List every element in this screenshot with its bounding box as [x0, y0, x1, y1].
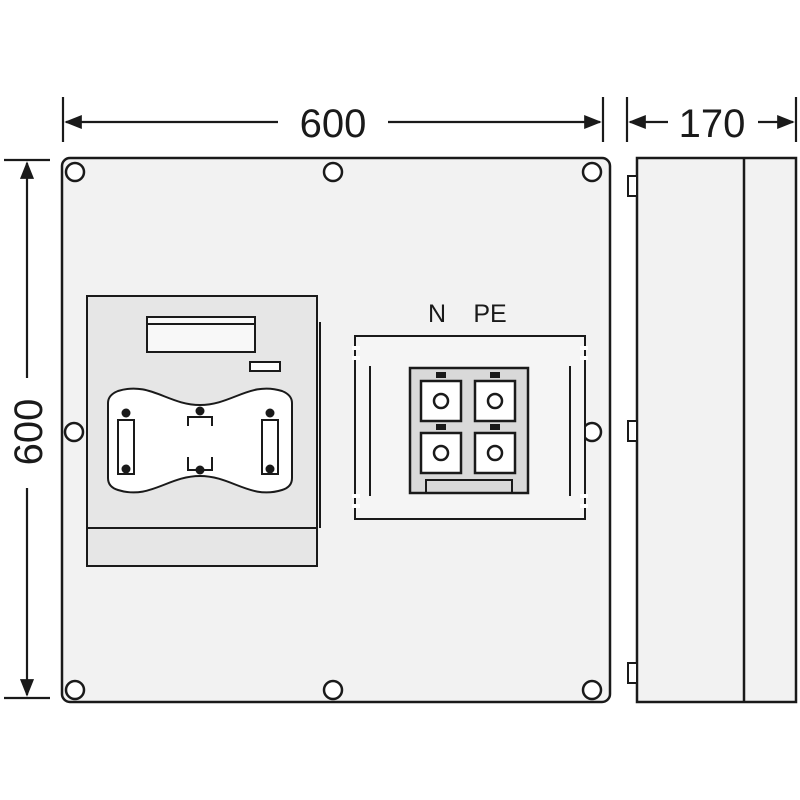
terminal-screw-icon — [486, 392, 504, 410]
enclosure-side-panel — [635, 156, 798, 704]
screw-icon — [581, 161, 603, 183]
side-view — [627, 156, 798, 704]
contact-icon — [265, 464, 275, 474]
label-window — [146, 316, 256, 353]
hinge-tabs — [627, 175, 638, 684]
height-dimension — [4, 158, 50, 700]
screw-icon — [64, 161, 86, 183]
depth-dimension-label: 170 — [679, 102, 746, 146]
front-view: N PE — [60, 156, 612, 704]
screw-icon — [63, 421, 85, 443]
protective-earth-label: PE — [473, 300, 506, 328]
contact-icon — [195, 465, 205, 475]
fuse-clip-top — [187, 416, 213, 426]
indicator-window — [249, 361, 281, 372]
fuse-slot-left — [117, 419, 135, 475]
neutral-label: N — [428, 300, 446, 328]
fuse-switch-module — [86, 295, 321, 567]
height-dimension-label: 600 — [7, 399, 51, 466]
terminal-block — [352, 335, 588, 520]
width-dimension-label: 600 — [300, 102, 367, 146]
hinge-icon — [627, 420, 638, 442]
terminal-cells — [419, 379, 517, 475]
contact-icon — [195, 406, 205, 416]
hinge-icon — [627, 662, 638, 684]
terminal-screw-icon — [432, 444, 450, 462]
depth-dimension — [625, 97, 798, 142]
mounting-screws — [63, 161, 603, 701]
screw-icon — [581, 679, 603, 701]
terminal-screw-icon — [432, 392, 450, 410]
screw-icon — [64, 679, 86, 701]
screw-icon — [322, 679, 344, 701]
fuse-slot-right — [261, 419, 279, 475]
width-dimension — [61, 97, 605, 142]
contact-icon — [121, 408, 131, 418]
contact-icon — [121, 464, 131, 474]
screw-icon — [322, 161, 344, 183]
hinge-icon — [627, 175, 638, 197]
contact-icon — [265, 408, 275, 418]
terminal-screw-icon — [486, 444, 504, 462]
fuse-carrier — [107, 387, 293, 494]
